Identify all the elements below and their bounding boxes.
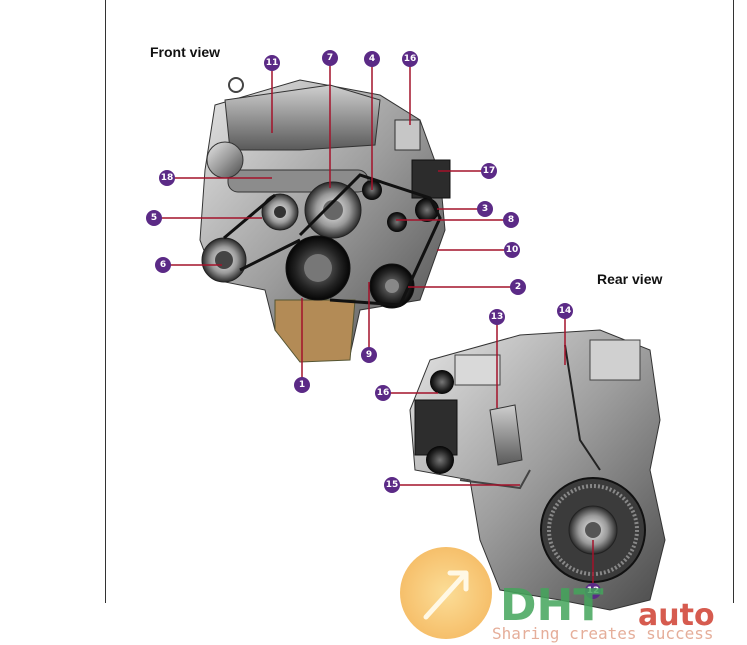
- callout-16-rear: 16: [375, 385, 391, 401]
- leader-lines: [154, 58, 594, 590]
- front-engine-illustration: [199, 77, 451, 363]
- callout-16-front: 16: [402, 51, 418, 67]
- callout-10: 10: [504, 242, 520, 258]
- callout-14: 14: [557, 303, 573, 319]
- callout-15: 15: [384, 477, 400, 493]
- callout-1: 1: [294, 377, 310, 393]
- watermark-tagline: Sharing creates success: [492, 624, 714, 643]
- rear-engine-illustration: [409, 329, 666, 611]
- callout-9: 9: [361, 347, 377, 363]
- callout-8: 8: [503, 212, 519, 228]
- right-margin-rule: [733, 0, 734, 603]
- callout-5: 5: [146, 210, 162, 226]
- callout-7: 7: [322, 50, 338, 66]
- callout-13: 13: [489, 309, 505, 325]
- watermark-brand-a: DHT: [500, 580, 604, 631]
- left-margin-rule: [105, 0, 106, 603]
- callout-4: 4: [364, 51, 380, 67]
- front-view-title: Front view: [150, 44, 221, 60]
- callout-18: 18: [159, 170, 175, 186]
- watermark-logo-circle: [400, 547, 492, 639]
- callout-12: 12: [585, 583, 601, 599]
- callout-17: 17: [481, 163, 497, 179]
- rear-view-title: Rear view: [597, 271, 663, 287]
- callout-3: 3: [477, 201, 493, 217]
- callout-11: 11: [264, 55, 280, 71]
- callout-2: 2: [510, 279, 526, 295]
- watermark-brand-b: auto: [638, 598, 715, 633]
- callout-6: 6: [155, 257, 171, 273]
